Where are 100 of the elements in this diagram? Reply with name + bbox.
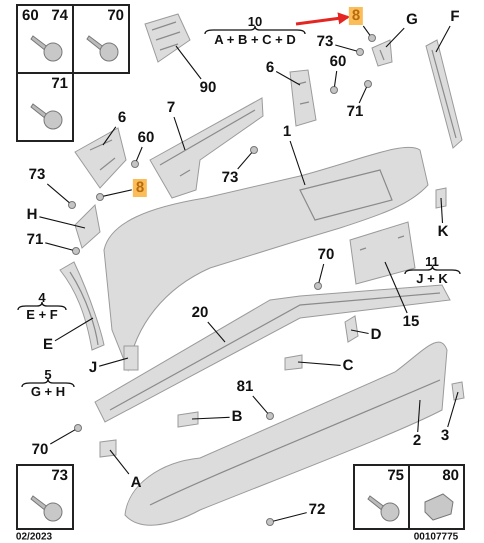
callout-number: 71 [346,104,364,120]
screw [250,146,258,154]
assembly-number: 11 [425,255,439,269]
fastener-inset-card [353,464,410,530]
assembly-components-label: J + K [416,272,448,286]
callout-number: 60 [136,130,156,146]
fastener-inset-card [16,4,74,74]
callout-number: 60 [328,54,348,70]
plate-panel [349,221,416,285]
leader-line [207,322,226,342]
callout-number: C [342,358,354,374]
fastener-inset-card [16,464,74,530]
screw [330,86,338,94]
assembly-components-label: A + B + C + D [214,33,296,47]
callout-number: 73 [51,468,68,484]
callout-number: 6 [264,60,276,76]
leader-line [362,26,370,36]
leader-line [102,126,116,146]
leader-line [276,71,300,86]
arrow [296,12,350,26]
leader-line [298,361,341,366]
fastener-inset-card [16,72,74,142]
leader-line [54,318,94,342]
callout-number: 71 [26,232,44,248]
leader-line [45,242,73,251]
callout-number: 80 [442,468,459,484]
leader-line [334,70,338,87]
callout-number: 2 [412,433,422,449]
screw [266,518,274,526]
leader-line [350,329,369,334]
callout-number: F [449,9,461,25]
screw [314,282,322,290]
leader-line [110,450,130,474]
fastener-inset-card [72,4,130,74]
assembly-number: 4 [38,291,46,305]
side-bracket [289,69,317,127]
clip [100,439,116,458]
leader-line [358,86,367,104]
leader-line [335,44,357,52]
screw [96,193,104,201]
leader-line [318,264,324,283]
leader-line [176,46,202,80]
callout-number: 70 [316,247,336,263]
trim-strip [425,39,463,149]
assembly-components-label: E + F [26,308,58,322]
callout-number: 6 [116,110,128,126]
screw [72,247,80,255]
leader-line [447,392,459,428]
screw [68,201,76,209]
callout-number: D [370,327,382,343]
callout-number: A [130,475,142,491]
callout-number: 71 [51,76,68,92]
leader-line [99,357,128,367]
leader-line [103,189,132,197]
clip [436,187,446,209]
highlighted-callout-number: 8 [132,179,148,197]
trim-strip [60,262,104,350]
callout-number: 3 [440,428,450,444]
callout-number: H [26,207,38,223]
callout-number: 70 [107,8,124,24]
callout-number: 72 [308,502,326,518]
screw [356,48,364,56]
callout-number: 60 [22,8,39,24]
callout-number: 81 [236,379,254,395]
assembly-number: 10 [248,15,262,29]
leader-line [192,416,230,420]
screw [74,424,82,432]
leader-line [440,198,444,224]
callout-number: K [436,224,450,240]
leader-line [384,262,408,314]
leader-line [290,140,306,186]
callout-number: 74 [51,8,68,24]
leader-line [417,400,421,432]
assembly-components-label: G + H [30,385,66,399]
callout-number: B [230,409,244,425]
leader-line [252,396,268,414]
screw [266,412,274,420]
clip [124,346,138,370]
reference-number: 00107775 [414,532,458,542]
leader-line [136,146,143,162]
leader-line [386,28,405,48]
callout-number: 1 [282,124,292,140]
leader-line [173,116,186,150]
clip [178,411,198,428]
clip-kit-box [144,13,191,63]
leader-line [39,216,86,229]
bracket [371,39,393,67]
leader-line [436,26,451,52]
clip [344,315,359,343]
leader-line [50,429,76,444]
clip [284,354,302,371]
callout-number: 70 [30,442,50,458]
callout-number: 7 [166,100,176,116]
callout-number: J [88,360,98,376]
side-bracket [74,127,127,189]
screw [131,160,139,168]
assembly-number: 5 [44,368,52,382]
callout-number: 73 [316,34,334,50]
callout-number: 90 [198,80,218,96]
leader-line [46,183,70,204]
